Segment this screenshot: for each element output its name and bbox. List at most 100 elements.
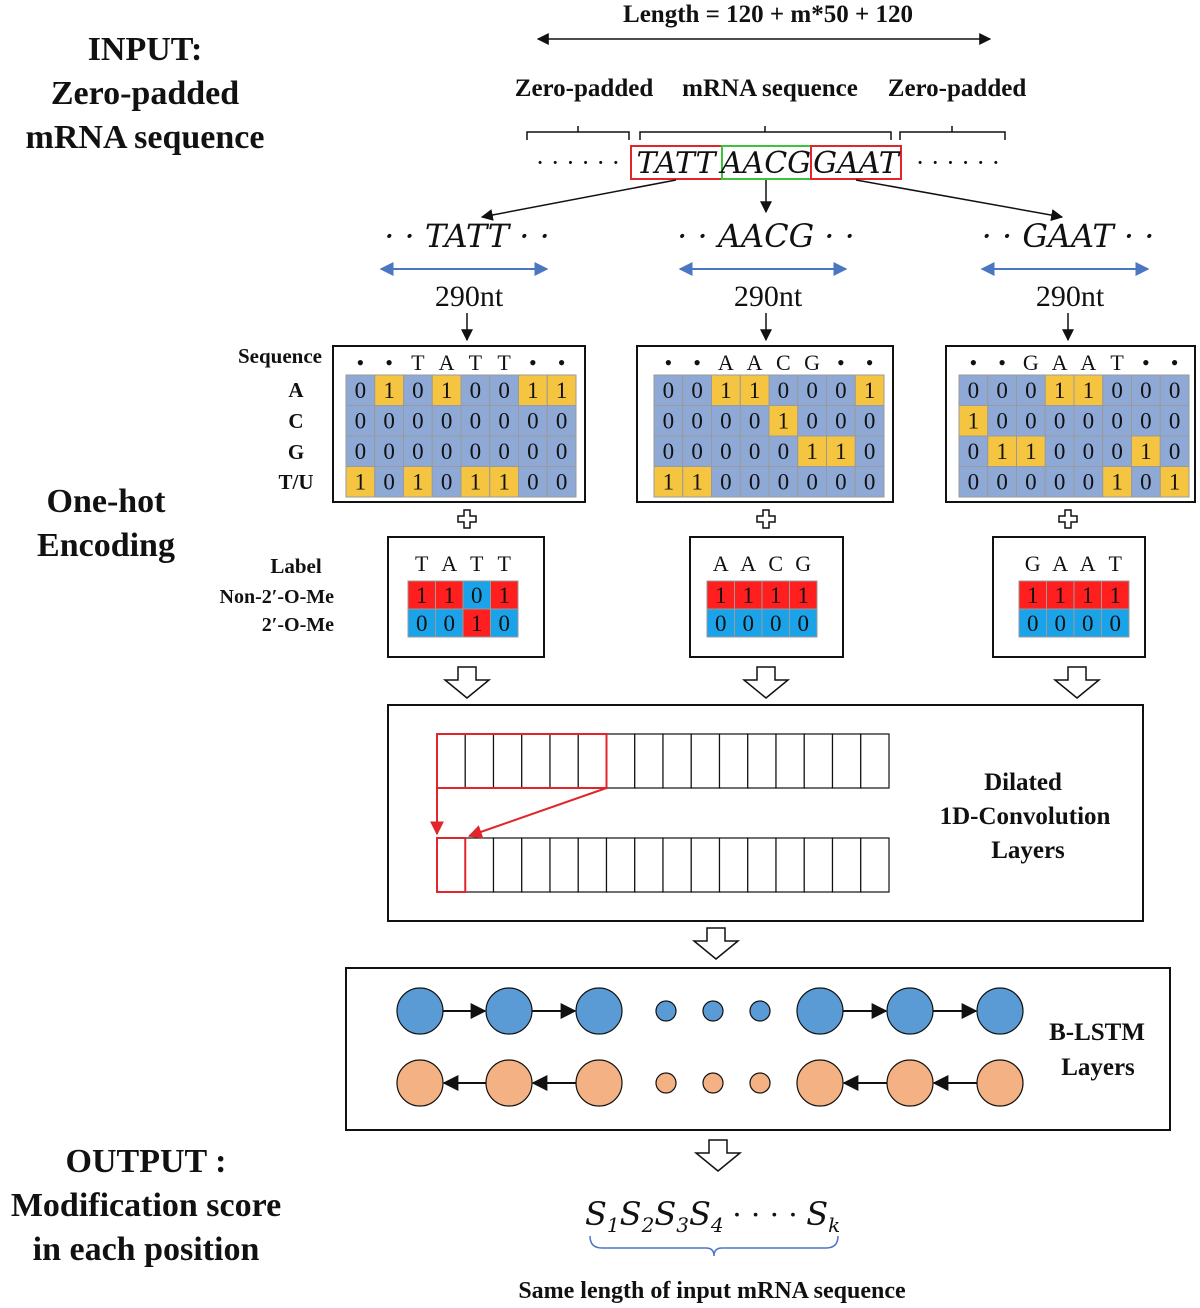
label-cell [789,580,818,610]
onehot-cell [797,435,827,467]
output-scores: S1S2S3S4· · · ·Sk [585,1195,840,1257]
nucleotide-row-label: T/U [278,470,313,494]
onehot-cell [403,466,433,498]
conv-cell [775,733,805,789]
onehot-value: 0 [749,439,761,464]
score-symbol: S [654,1195,676,1233]
output-brace [589,1235,839,1257]
sequence-header-cell: • [357,350,365,375]
onehot-value: 0 [527,409,539,434]
label-header-cell: A [441,551,457,576]
brace-left [526,126,630,140]
score-symbol: S [620,1195,642,1233]
label-value: 1 [715,583,727,608]
class-row-label: 2′-O-Me [262,614,334,636]
label-cell [734,608,763,638]
onehot-value: 0 [968,378,980,403]
sequence-header-cell: A [718,350,734,375]
onehot-cell [1131,405,1161,437]
sequence-header-cell: • [385,350,393,375]
label-header-cell: T [470,551,484,576]
label-header-cell: T [415,551,429,576]
lstm-forward-node [485,987,533,1035]
label-cell [706,608,735,638]
conv-cell [690,837,721,893]
onehot-cell [987,374,1017,406]
onehot-value: 1 [968,409,980,434]
onehot-value: 0 [1054,439,1066,464]
label-cell [734,580,763,610]
label-cell [761,608,790,638]
onehot-value: 0 [1140,470,1152,495]
sequence-header-cell: • [866,350,874,375]
label-value: 1 [499,583,511,608]
onehot-value: 0 [663,409,675,434]
label-cell [490,608,519,638]
score-symbol: S [689,1195,711,1233]
onehot-value: 1 [527,378,539,403]
conv-cell [831,837,862,893]
top-braces [526,126,1006,140]
onehot-value: 0 [383,409,395,434]
sequence-header-cell: • [693,350,701,375]
conv-cell [803,733,834,789]
label-cell [761,580,790,610]
onehot-value: 0 [383,470,395,495]
onehot-value: 0 [1111,409,1123,434]
onehot-value: 1 [996,439,1008,464]
window-size-label: 290nt [435,280,504,313]
onehot-value: 1 [720,378,732,403]
onehot-value: 0 [1111,378,1123,403]
lstm-forward-node-small [655,1000,677,1022]
label-row-labels: Label Non-2′-O-Me 2′-O-Me [220,554,335,636]
onehot-value: 0 [1111,439,1123,464]
conv-cell [775,837,805,893]
label-value: 1 [1082,583,1094,608]
onehot-cell [489,374,519,406]
onehot-value: 1 [355,470,367,495]
onehot-cell [1016,374,1046,406]
onehot-value: 0 [1054,470,1066,495]
onehot-value: 0 [806,409,818,434]
label-row-label: Label [270,554,322,578]
onehot-value: 0 [498,439,510,464]
lstm-panel [345,967,1171,1131]
lstm-forward-node-small [749,1000,771,1022]
label-value: 1 [770,583,782,608]
onehot-value: 1 [749,378,761,403]
conv-cell [436,837,466,893]
conv-receptive-field [436,733,608,789]
label-value: 0 [715,611,727,636]
onehot-cell [739,405,770,437]
onehot-cell [768,435,799,467]
onehot-value: 1 [691,470,703,495]
onehot-value: 0 [412,439,424,464]
label-value: 1 [1027,583,1039,608]
onehot-value: 0 [556,470,568,495]
padding-dots-right: · · · · · · [916,148,1000,177]
output-caption: Same length of input mRNA sequence [518,1278,906,1304]
onehot-value: 0 [778,378,790,403]
onehot-cell [460,405,491,437]
window-text: · · GAAT · · [982,217,1155,255]
label-header-cell: A [740,551,756,576]
label-value: 0 [798,611,810,636]
onehot-value: 0 [996,470,1008,495]
segment-text-1: TATT [637,146,718,181]
onehot-value: 0 [470,439,482,464]
onehot-value: 0 [663,439,675,464]
onehot-cell [546,435,577,467]
lstm-label-line: Layers [1061,1054,1135,1081]
conv-cell [747,837,777,893]
lstm-nodes [396,987,1024,1107]
onehot-value: 0 [1169,439,1181,464]
label-cell [407,580,436,610]
sequence-header-cell: • [1171,350,1179,375]
onehot-value: 0 [806,470,818,495]
onehot-value: 0 [864,470,876,495]
onehot-cell [1102,374,1132,406]
window-text: · · TATT · · [384,217,550,255]
onehot-cell [460,466,491,498]
